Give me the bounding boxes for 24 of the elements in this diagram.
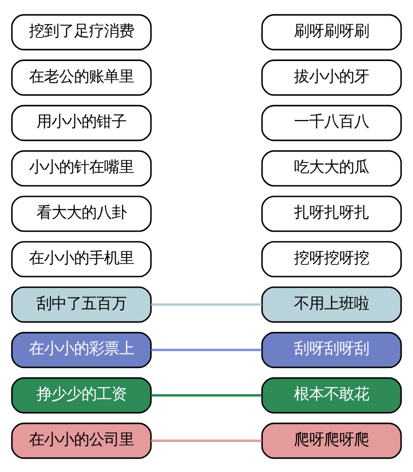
node-box: 不用上班啦: [261, 286, 402, 322]
node-box: 在老公的账单里: [11, 59, 152, 96]
node-box: 一千八百八: [261, 104, 402, 141]
node-box: 刮中了五百万: [11, 286, 152, 322]
node-box: 扎呀扎呀扎: [261, 195, 402, 232]
node-box: 在小小的公司里: [11, 422, 152, 458]
node-box: 爬呀爬呀爬: [261, 422, 402, 458]
connector: [151, 439, 262, 442]
node-box: 挖呀挖呀挖: [261, 240, 402, 277]
node-box: 小小的针在嘴里: [11, 150, 152, 186]
node-box: 吃大大的瓜: [261, 150, 402, 186]
node-box: 刷呀刷呀刷: [261, 14, 402, 50]
node-box: 看大大的八卦: [11, 195, 152, 232]
node-box: 刮呀刮呀刮: [261, 331, 402, 368]
connector: [151, 302, 262, 306]
node-box: 挣少少的工资: [11, 376, 152, 413]
node-box: 用小小的钳子: [11, 104, 152, 141]
node-box: 根本不敢花: [261, 376, 402, 413]
node-box: 拔小小的牙: [261, 59, 402, 96]
node-box: 在小小的彩票上: [11, 331, 152, 368]
connector: [151, 394, 262, 396]
node-box: 在小小的手机里: [11, 240, 152, 277]
node-box: 挖到了足疗消费: [11, 14, 152, 50]
connector: [151, 348, 262, 351]
